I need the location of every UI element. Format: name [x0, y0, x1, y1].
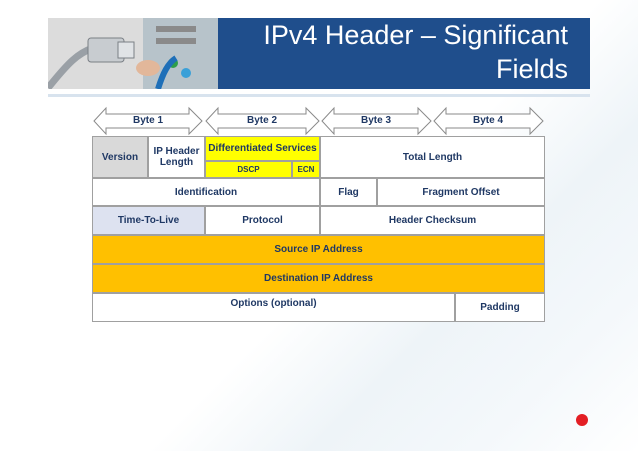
slide-title: IPv4 Header – Significant Fields: [263, 20, 568, 84]
version-field: Version: [92, 136, 148, 178]
byte-2-arrow: [205, 106, 320, 136]
destination-ip-field: Destination IP Address: [92, 264, 545, 293]
header-checksum-field: Header Checksum: [320, 206, 545, 235]
byte-4-label: Byte 4: [472, 115, 503, 126]
ttl-field: Time-To-Live: [92, 206, 205, 235]
source-ip-field: Source IP Address: [92, 235, 545, 264]
title-bar: IPv4 Header – Significant Fields: [218, 18, 590, 89]
identification-field: Identification: [92, 178, 320, 206]
padding-field: Padding: [455, 293, 545, 322]
ecn-field: ECN: [292, 161, 320, 178]
flag-field: Flag: [320, 178, 377, 206]
options-field: Options (optional): [92, 293, 455, 322]
byte-3-arrow: [321, 106, 432, 136]
byte-1-label: Byte 1: [132, 115, 163, 126]
byte-1-arrow: [93, 106, 203, 136]
dscp-field: DSCP: [205, 161, 292, 178]
accent-dot: [576, 414, 588, 426]
ihl-field: IP Header Length: [148, 136, 205, 178]
protocol-field: Protocol: [205, 206, 320, 235]
fragment-offset-field: Fragment Offset: [377, 178, 545, 206]
byte-4-arrow: [433, 106, 544, 136]
title-divider: [48, 94, 590, 97]
byte-2-label: Byte 2: [246, 115, 277, 126]
byte-3-label: Byte 3: [360, 115, 391, 126]
network-cable-photo: [48, 18, 218, 89]
byte-arrows: [93, 106, 544, 136]
ds-field: Differentiated Services: [205, 136, 320, 161]
total-length-field: Total Length: [320, 136, 545, 178]
